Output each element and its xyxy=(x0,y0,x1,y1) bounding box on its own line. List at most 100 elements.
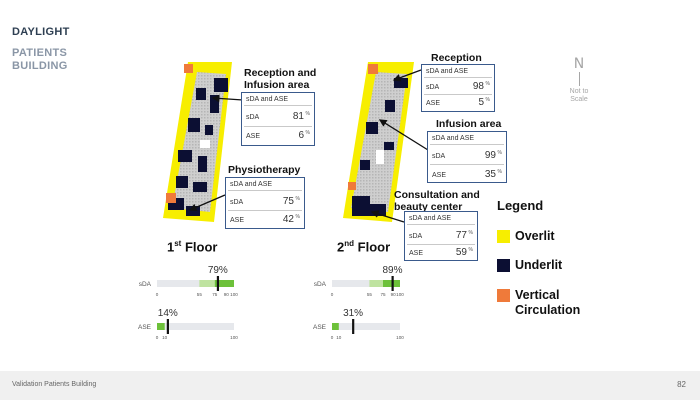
page-subtitle: PATIENTS BUILDING xyxy=(12,47,68,73)
gauge-label: ASE xyxy=(138,324,152,331)
gauge-tick-label: 90 xyxy=(391,292,397,297)
gauge-tick-label: 75 xyxy=(380,292,386,297)
legend-swatch-underlit xyxy=(497,259,510,272)
ase-value: 35 xyxy=(484,169,496,180)
ase-unit: % xyxy=(295,214,300,220)
sda-label: sDA xyxy=(246,114,260,121)
callout-header: sDA and ASE xyxy=(246,96,289,103)
page-number: 82 xyxy=(677,380,686,389)
floor-2-plan xyxy=(343,62,414,222)
callout-title-line-1: Consultation and xyxy=(394,189,480,201)
callout-box-reception-infusion: sDA and ASE sDA 81 % ASE 6 % xyxy=(241,92,315,146)
scale-note-line-2: Scale xyxy=(570,96,588,103)
callout-header: sDA and ASE xyxy=(426,68,469,75)
gauge-tick-label: 0 xyxy=(331,292,334,297)
ase-value: 6 xyxy=(298,130,304,141)
gauge-tick-label: 100 xyxy=(396,292,404,297)
legend-label-line-2: Circulation xyxy=(515,303,581,317)
callout-box-consultation: sDA and ASE sDA 77 % ASE 59 % xyxy=(404,211,478,261)
gauge-zone-55-75 xyxy=(369,280,383,287)
north-indicator: N Not to Scale xyxy=(566,56,592,104)
gauge-tick-label: 75 xyxy=(212,292,218,297)
ase-value: 5 xyxy=(478,97,484,108)
sda-unit: % xyxy=(468,230,473,236)
sda-value: 75 xyxy=(282,196,294,207)
gauge-label: sDA xyxy=(139,281,152,288)
ase-value: 42 xyxy=(282,214,294,225)
callout-title-line-2: Infusion area xyxy=(244,79,310,91)
subtitle-line-2: BUILDING xyxy=(12,60,68,72)
sda-unit: % xyxy=(485,81,490,87)
floor-ordinal: nd xyxy=(344,239,355,248)
gauge-tick-label: 10 xyxy=(162,335,168,340)
callout-title-line-1: Reception and xyxy=(244,67,317,79)
gauge-zone-0-10 xyxy=(332,323,339,330)
sda-label: sDA xyxy=(409,233,423,240)
gauge-tick-label: 100 xyxy=(396,335,404,340)
ase-label: ASE xyxy=(426,100,441,107)
ase-label: ASE xyxy=(230,217,245,224)
sda-value: 81 xyxy=(292,111,304,122)
callout-title-physiotherapy: Physiotherapy xyxy=(228,164,300,176)
callout-title-reception: Reception xyxy=(431,52,482,64)
sda-unit: % xyxy=(305,111,310,117)
gauge-tick-label: 100 xyxy=(230,292,238,297)
callout-box-physiotherapy: sDA and ASE sDA 75 % ASE 42 % xyxy=(225,177,305,229)
sda-label: sDA xyxy=(230,199,244,206)
ase-label: ASE xyxy=(246,133,261,140)
sda-unit: % xyxy=(497,150,502,156)
gauge-zone-75-100 xyxy=(214,280,234,287)
ase-unit: % xyxy=(305,130,310,136)
gauge-marker xyxy=(166,319,169,334)
gauge-track xyxy=(157,323,234,330)
gauge-zone-55-75 xyxy=(199,280,215,287)
gauge-tick-label: 0 xyxy=(156,292,159,297)
callout-title-line-1: Infusion area xyxy=(436,118,502,130)
callout-title-infusion-area: Infusion area xyxy=(436,118,501,130)
gauge-tick-label: 55 xyxy=(367,292,373,297)
gauge-label: sDA xyxy=(314,281,327,288)
callout-box-reception: sDA and ASE sDA 98 % ASE 5 % xyxy=(421,64,495,112)
gauge-tick-label: 100 xyxy=(230,335,238,340)
gauge-value-label: 89% xyxy=(383,265,403,276)
callout-header: sDA and ASE xyxy=(432,135,475,142)
north-arrow-icon: N xyxy=(573,56,585,72)
sda-label: sDA xyxy=(426,84,440,91)
ase-unit: % xyxy=(468,247,473,253)
legend-title: Legend xyxy=(497,198,544,213)
sda-unit: % xyxy=(295,196,300,202)
legend-swatch-overlit xyxy=(497,230,510,243)
gauge-value-label: 79% xyxy=(208,265,228,276)
sda-value: 98 xyxy=(472,81,484,92)
gauge-marker xyxy=(216,276,220,291)
callout-title-reception-infusion: Reception and Infusion area xyxy=(244,67,316,91)
gauge-marker xyxy=(391,276,394,291)
north-arrow-line xyxy=(578,72,580,86)
gauge-tick-label: 90 xyxy=(224,292,230,297)
gauge-tick-label: 0 xyxy=(331,335,334,340)
callout-title-line-1: Physiotherapy xyxy=(228,164,301,176)
ase-label: ASE xyxy=(432,172,447,179)
floor-2-label: 2nd Floor xyxy=(337,239,390,254)
gauge-track xyxy=(332,323,400,330)
gauge-tick-label: 55 xyxy=(197,292,203,297)
legend-label-underlit: Underlit xyxy=(515,258,563,272)
ase-unit: % xyxy=(497,169,502,175)
gauge-value-label: 14% xyxy=(158,308,178,319)
legend-label-line-1: Vertical xyxy=(515,288,560,302)
sda-value: 99 xyxy=(484,150,496,161)
legend-swatch-vertical-circulation xyxy=(497,289,510,302)
gauge-tick-label: 0 xyxy=(156,335,159,340)
floor-1-label: 1st Floor xyxy=(167,239,217,254)
footer-bar xyxy=(0,371,700,400)
gauge-value-label: 31% xyxy=(343,308,363,319)
callout-title-line-2: beauty center xyxy=(394,201,463,213)
gauge-marker xyxy=(352,319,355,334)
callout-header: sDA and ASE xyxy=(409,215,452,222)
ase-label: ASE xyxy=(409,250,424,257)
